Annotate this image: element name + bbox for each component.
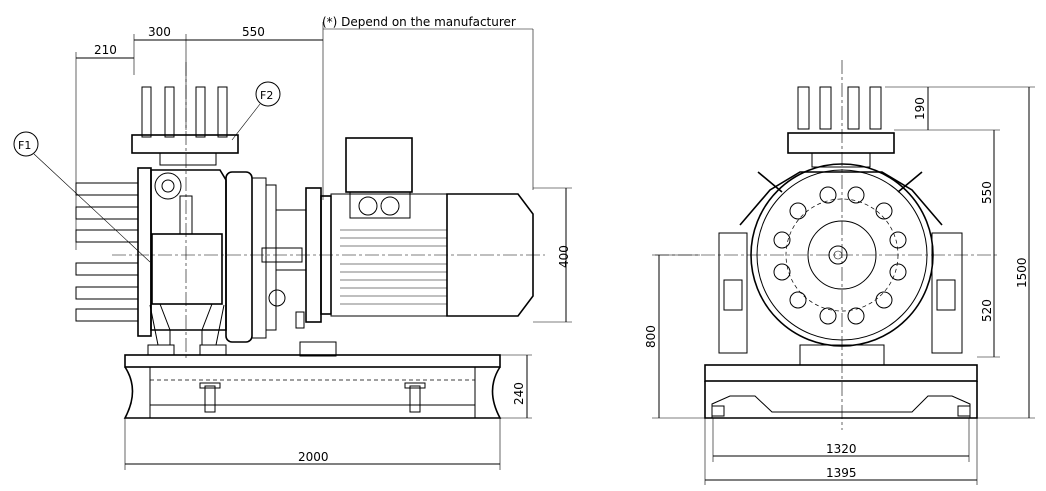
callout-f2: F2: [231, 81, 281, 141]
pump-casing: [137, 167, 307, 356]
manufacturer-note: (*) Depend on the manufacturer: [322, 15, 516, 29]
front-casing: [718, 163, 963, 366]
base-frame: [123, 354, 502, 419]
motor-height-dimension: 400: [533, 187, 572, 323]
callout-f1: F1: [13, 131, 151, 263]
front-view: 190 550 520 1500 800 1320 1395: [644, 60, 1035, 485]
top-nozzle-studs: [131, 86, 239, 166]
shaft-height-dimension: 800: [644, 254, 705, 419]
base-height-dimension: 240: [500, 354, 532, 419]
side-view: 300 550 210 (*) Depend on the manufactur…: [13, 15, 572, 470]
motor: [299, 137, 534, 357]
dim-210: 210: [94, 43, 117, 57]
dim-1500: 1500: [1015, 257, 1029, 288]
dim-1320: 1320: [826, 442, 857, 456]
front-base: [704, 364, 978, 419]
dim-550-top: 550: [242, 25, 265, 39]
dim-550-front: 550: [980, 181, 994, 204]
dim-240: 240: [512, 382, 526, 405]
dim-190: 190: [913, 97, 927, 120]
top-dimension-chain: 300 550 210 (*) Depend on the manufactur…: [75, 15, 534, 250]
dim-300: 300: [148, 25, 171, 39]
dim-520: 520: [980, 299, 994, 322]
total-length-dimension: 2000: [124, 418, 501, 470]
side-nozzle-studs: [75, 182, 139, 322]
dim-400: 400: [557, 245, 571, 268]
svg-text:F1: F1: [18, 139, 31, 152]
dim-1395: 1395: [826, 466, 857, 480]
dim-800: 800: [644, 325, 658, 348]
front-nozzle: [787, 86, 895, 168]
svg-text:F2: F2: [260, 89, 273, 102]
front-vertical-dimensions: 190 550 520 1500: [885, 86, 1035, 419]
front-horizontal-dimensions: 1320 1395: [704, 418, 978, 485]
dim-2000: 2000: [298, 450, 329, 464]
